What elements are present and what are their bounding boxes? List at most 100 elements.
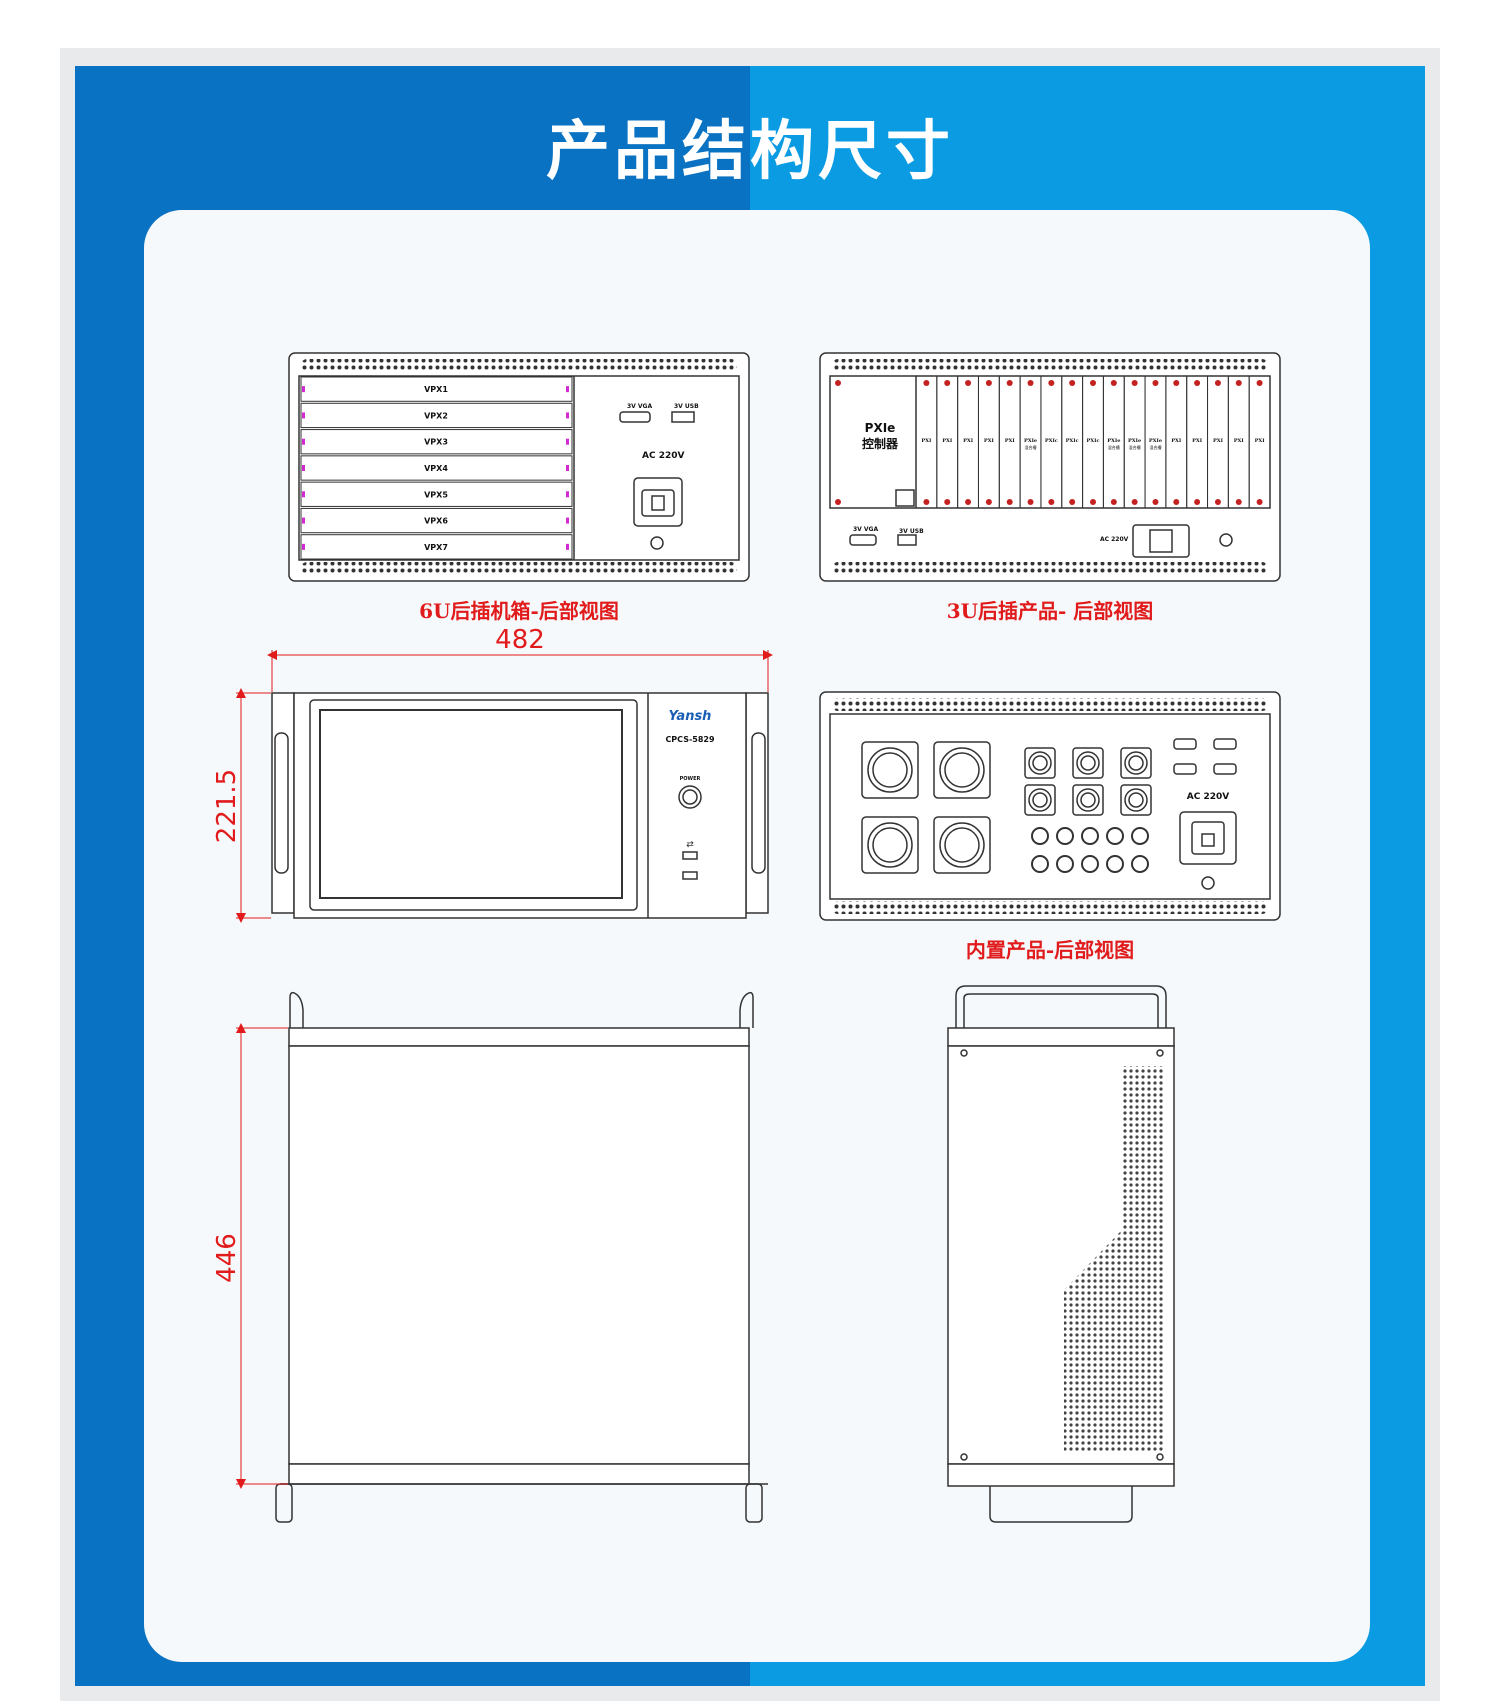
mil-connector-small-icon bbox=[1120, 747, 1152, 779]
pxi-slot-label: PXIc bbox=[1066, 438, 1079, 444]
usb-port-icon-3u bbox=[897, 534, 917, 546]
round-connector-icon bbox=[1106, 827, 1124, 845]
page-title: 产品结构尺寸 bbox=[546, 114, 954, 189]
mil-connector-small-icon bbox=[1024, 784, 1056, 816]
controller-label-2: 控制器 bbox=[862, 436, 899, 451]
pxi-slot-label: PXI bbox=[1255, 438, 1266, 444]
mil-connector-small-icon bbox=[1120, 784, 1152, 816]
power-label-built-in: AC 220V bbox=[1187, 792, 1229, 802]
power-socket-icon-3u bbox=[1132, 524, 1190, 558]
pxi-slot-label: PXIe bbox=[1128, 438, 1141, 444]
vpx-slot: VPX6 bbox=[300, 507, 573, 534]
mil-connector-large-icon bbox=[861, 816, 919, 874]
view-front bbox=[271, 692, 769, 919]
view-top bbox=[275, 991, 768, 1523]
caption-3u: 3U后插产品- 后部视图 bbox=[947, 599, 1154, 623]
width-dimension: 482 bbox=[495, 625, 545, 655]
pxi-slot-sub: 混合槽 bbox=[1025, 444, 1037, 450]
caption-6u: 6U后插机箱-后部视图 bbox=[419, 599, 619, 623]
dimension-lines-front bbox=[236, 650, 773, 923]
db9-connector-icon bbox=[1173, 763, 1197, 775]
mil-connector-large-icon bbox=[861, 741, 919, 799]
pxi-slot-label: PXIe bbox=[1107, 438, 1120, 444]
pxi-slot-label: PXIc bbox=[1045, 438, 1058, 444]
pxi-slot-label: PXI bbox=[921, 438, 932, 444]
power-label-6u: AC 220V bbox=[642, 451, 684, 461]
round-connector-icon bbox=[1131, 855, 1149, 873]
mil-connector-large-icon bbox=[933, 741, 991, 799]
controller-label-1: PXIe bbox=[865, 421, 896, 435]
usb-label-6u: 3V USB bbox=[674, 403, 699, 410]
caption-built-in: 内置产品-后部视图 bbox=[966, 938, 1134, 962]
round-connector-icon bbox=[1081, 855, 1099, 873]
pxi-slot-label: PXI bbox=[1192, 438, 1203, 444]
vpx-slot: VPX2 bbox=[300, 402, 573, 429]
pxi-slot-label: PXIe bbox=[1024, 438, 1037, 444]
pxi-slot-label: PXI bbox=[1005, 438, 1016, 444]
power-socket-icon bbox=[633, 477, 683, 527]
usb-label-3u: 3V USB bbox=[899, 528, 924, 535]
pxi-slot-label: PXIe bbox=[1149, 438, 1162, 444]
vpx-slot-label: VPX5 bbox=[424, 490, 448, 499]
pxi-slot-sub: 混合槽 bbox=[1108, 444, 1120, 450]
ground-screw-icon-3u bbox=[1219, 533, 1233, 547]
pxi-slot-sub: 混合槽 bbox=[1129, 444, 1141, 450]
pxi-slot-label: PXIc bbox=[1086, 438, 1099, 444]
vga-port-icon bbox=[619, 411, 651, 423]
vpx-slot-label: VPX1 bbox=[424, 385, 448, 394]
mil-connector-small-icon bbox=[1072, 747, 1104, 779]
pxi-slot-label: PXI bbox=[984, 438, 995, 444]
mil-connector-large-icon bbox=[933, 816, 991, 874]
db9-connector-icon bbox=[1173, 738, 1197, 750]
round-connector-icon bbox=[1106, 855, 1124, 873]
vent-bottom bbox=[301, 562, 737, 575]
brand-logo: Yansh bbox=[669, 709, 712, 724]
mil-connector-small-icon bbox=[1024, 747, 1056, 779]
pxi-slot: PXIc bbox=[1082, 375, 1104, 509]
vpx-slot: VPX4 bbox=[300, 455, 573, 481]
power-button[interactable] bbox=[678, 785, 702, 809]
height-dimension: 221.5 bbox=[212, 769, 242, 843]
vpx-slot: VPX7 bbox=[300, 534, 573, 560]
mil-connector-small-icon bbox=[1072, 784, 1104, 816]
vpx-slot: VPX3 bbox=[300, 429, 573, 455]
dimension-lines-top bbox=[236, 1023, 288, 1489]
pxi-slot-label: PXI bbox=[1213, 438, 1224, 444]
depth-dimension: 446 bbox=[212, 1233, 242, 1283]
pxi-slot-label: PXI bbox=[963, 438, 974, 444]
round-connector-icon bbox=[1131, 827, 1149, 845]
pxi-slot-label: PXI bbox=[942, 438, 953, 444]
vpx-slot-label: VPX2 bbox=[424, 411, 448, 420]
pxi-slot-sub: 混合槽 bbox=[1149, 444, 1161, 450]
vpx-slot-label: VPX4 bbox=[424, 464, 448, 473]
vpx-slot: VPX5 bbox=[300, 481, 573, 507]
vga-label-6u: 3V VGA bbox=[627, 403, 652, 410]
db9-connector-icon bbox=[1213, 738, 1237, 750]
usb-symbol-icon: ⇄ bbox=[686, 840, 694, 850]
usb-port-icon bbox=[671, 411, 695, 423]
vpx-slot: VPX1 bbox=[300, 376, 573, 402]
model-label: CPCS-5829 bbox=[665, 735, 715, 744]
vpx-slot-label: VPX7 bbox=[424, 543, 448, 552]
power-label-3u: AC 220V bbox=[1100, 536, 1129, 543]
round-connector-icon bbox=[1081, 827, 1099, 845]
usb-port-front-1[interactable] bbox=[682, 851, 698, 860]
round-connector-icon bbox=[1056, 855, 1074, 873]
round-connector-icon bbox=[1031, 855, 1049, 873]
db9-connector-icon bbox=[1213, 763, 1237, 775]
view-built-in-rear bbox=[819, 691, 1281, 921]
round-connector-icon bbox=[1056, 827, 1074, 845]
usb-port-front-2[interactable] bbox=[682, 871, 698, 880]
vga-port-icon-3u bbox=[849, 534, 877, 546]
touch-screen[interactable] bbox=[319, 709, 623, 899]
side-vent bbox=[1064, 1066, 1164, 1452]
ground-screw-icon bbox=[650, 536, 664, 550]
round-connector-icon bbox=[1031, 827, 1049, 845]
power-label-front: POWER bbox=[680, 776, 701, 782]
pxi-slot-label: PXI bbox=[1234, 438, 1245, 444]
